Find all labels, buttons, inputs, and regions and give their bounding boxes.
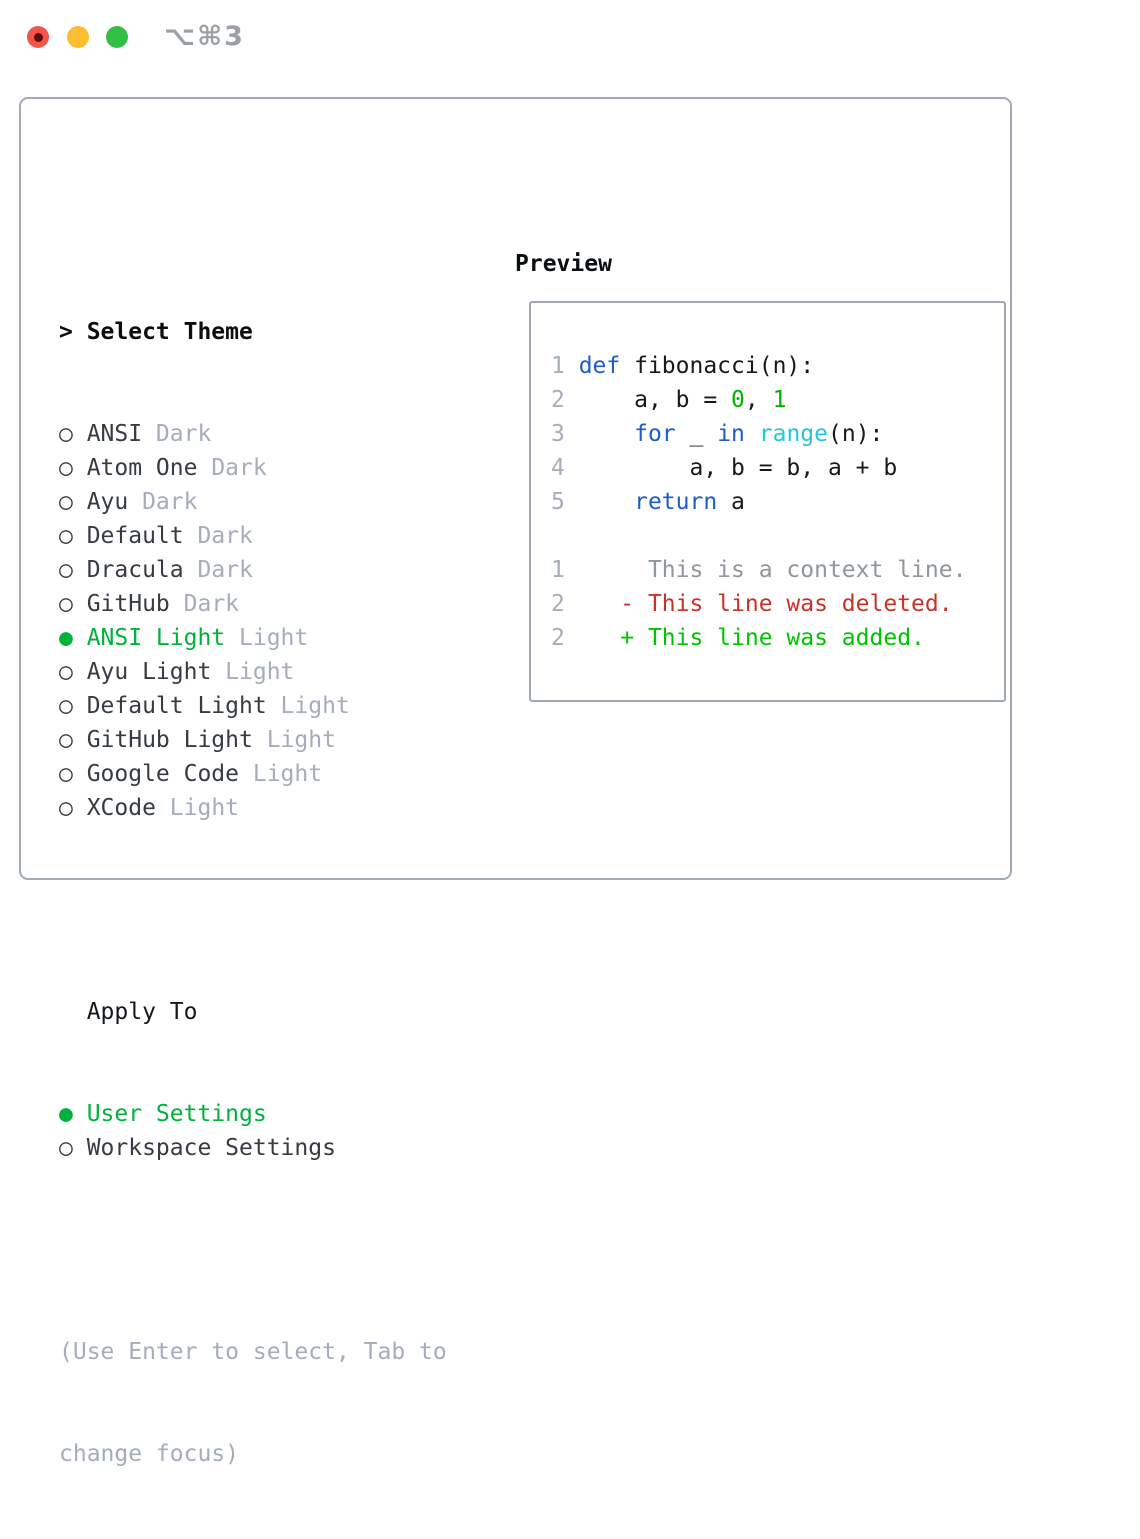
diff-context-line: 1 This is a context line. [551,557,967,583]
theme-option-github-light[interactable]: ○ GitHub Light Light [59,723,447,757]
theme-option-ansi-light[interactable]: ● ANSI Light Light [59,621,447,655]
variant-badge: Light [225,659,295,685]
theme-option-ansi[interactable]: ○ ANSI Dark [59,417,447,451]
code-line-4: 4 a, b = b, a + b [551,455,898,481]
radio-unselected-icon: ○ [59,523,73,549]
variant-badge: Light [280,693,350,719]
option-label: XCode [86,795,156,821]
option-label: GitHub Light [86,727,253,753]
traffic-light-minimize-button[interactable] [67,26,89,48]
variant-badge: Dark [197,523,253,549]
diff-added-line: 2 + This line was added. [551,625,925,651]
radio-unselected-icon: ○ [59,421,73,447]
traffic-light-close-button[interactable] [27,26,49,48]
option-label: GitHub [86,591,170,617]
diff-deleted-line: 2 - This line was deleted. [551,591,953,617]
option-label: Default Light [86,693,267,719]
option-label: Google Code [86,761,240,787]
option-label: ANSI Light [86,625,226,651]
radio-unselected-icon: ○ [59,591,73,617]
option-label: Dracula [86,557,184,583]
option-label: Atom One [86,455,198,481]
preview-code-box: 1 def fibonacci(n): 2 a, b = 0, 1 3 for _ … [529,301,1006,702]
radio-unselected-icon: ○ [59,693,73,719]
radio-unselected-icon: ○ [59,761,73,787]
theme-option-dracula[interactable]: ○ Dracula Dark [59,553,447,587]
option-label: Workspace Settings [86,1135,336,1161]
variant-badge: Dark [142,489,198,515]
window-title: ⌥⌘3 [164,21,245,52]
theme-option-default[interactable]: ○ Default Dark [59,519,447,553]
focus-caret-icon: > [59,319,73,345]
variant-badge: Dark [211,455,267,481]
spacer-line [59,893,447,927]
option-label: Ayu Light [86,659,212,685]
variant-badge: Light [239,625,309,651]
theme-option-ayu-light[interactable]: ○ Ayu Light Light [59,655,447,689]
theme-option-github[interactable]: ○ GitHub Dark [59,587,447,621]
radio-unselected-icon: ○ [59,727,73,753]
theme-option-google-code[interactable]: ○ Google Code Light [59,757,447,791]
variant-badge: Dark [155,421,212,447]
option-label: Default [86,523,184,549]
theme-option-xcode[interactable]: ○ XCode Light [59,791,447,825]
variant-badge: Light [169,795,240,821]
variant-badge: Light [252,761,323,787]
variant-badge: Light [266,727,336,753]
code-line-1: 1 def fibonacci(n): [551,353,815,379]
option-label: Ayu [86,489,129,515]
apply-to-title: Apply To [86,999,198,1025]
theme-option-ayu[interactable]: ○ Ayu Dark [59,485,447,519]
theme-option-atom-one[interactable]: ○ Atom One Dark [59,451,447,485]
close-modified-dot-icon [33,32,43,42]
option-label: User Settings [86,1101,267,1127]
variant-badge: Dark [197,557,253,583]
traffic-light-zoom-button[interactable] [106,26,128,48]
code-line-5: 5 return a [551,489,745,515]
option-label: ANSI [86,421,143,447]
code-line-3: 3 for _ in range(n): [551,421,884,447]
hint-line-1: (Use Enter to select, Tab to [59,1339,447,1365]
apply-to-list: ● User Settings ○ Workspace Settings [59,1097,447,1165]
code-preview: 1 def fibonacci(n): 2 a, b = 0, 1 3 for _ … [551,349,966,655]
radio-unselected-icon: ○ [59,795,73,821]
variant-badge: Dark [183,591,240,617]
theme-list-header: > Select Theme [59,315,447,349]
radio-selected-icon: ● [59,1101,73,1127]
apply-to-header: Apply To [59,995,447,1029]
code-line-2: 2 a, b = 0, 1 [551,387,787,413]
radio-unselected-icon: ○ [59,659,73,685]
apply-option-user-settings[interactable]: ● User Settings [59,1097,447,1131]
spacer-line [59,1233,447,1267]
apply-option-workspace-settings[interactable]: ○ Workspace Settings [59,1131,447,1165]
preview-title: Preview [515,251,612,277]
theme-option-default-light[interactable]: ○ Default Light Light [59,689,447,723]
radio-unselected-icon: ○ [59,489,73,515]
radio-unselected-icon: ○ [59,455,73,481]
theme-list-title: Select Theme [86,319,253,345]
radio-unselected-icon: ○ [59,1135,73,1161]
radio-selected-icon: ● [59,625,73,651]
radio-unselected-icon: ○ [59,557,73,583]
blank-line [551,519,966,553]
hint-line-2: change focus) [59,1441,240,1467]
